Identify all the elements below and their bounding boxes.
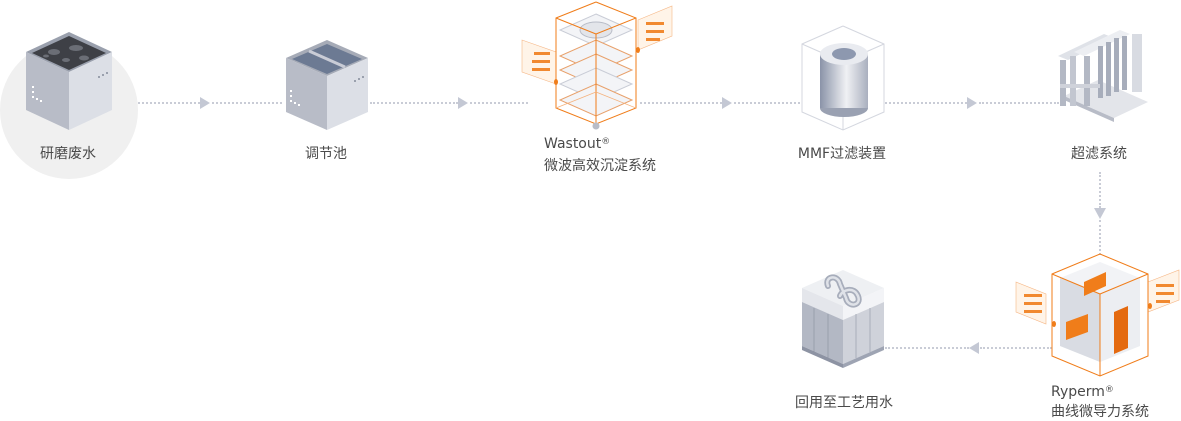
- step-label-regulating-pool: 调节池: [305, 146, 347, 162]
- registered-mark: ®: [601, 137, 611, 147]
- brand-name-ryperm: Ryperm: [1051, 384, 1105, 400]
- step-label-grinding-wastewater: 研磨废水: [40, 146, 96, 162]
- step-desc-wastout: 微波高效沉淀系统: [544, 158, 656, 174]
- connector-4-5: [885, 102, 967, 104]
- connector-5-6-tail: [1099, 220, 1101, 255]
- step-grinding-wastewater[interactable]: [24, 30, 114, 130]
- connector-6-7-tail: [885, 347, 969, 349]
- step-label-mmf: MMF过滤装置: [797, 146, 887, 162]
- step-label-wastout: Wastout®: [544, 134, 610, 154]
- registered-mark: ®: [1104, 385, 1114, 395]
- side-panel-left: [521, 39, 557, 85]
- ultrafiltration-rack-icon: [1058, 30, 1148, 122]
- arrow-right-icon: [200, 97, 210, 109]
- connector-2-3-tail: [470, 102, 528, 104]
- step-ryperm[interactable]: [1014, 252, 1181, 378]
- step-regulating-pool[interactable]: [284, 38, 370, 130]
- brand-name-wastout: Wastout: [544, 136, 602, 152]
- connector-5-6: [1099, 172, 1101, 208]
- regulating-pool-tank-icon: [286, 40, 368, 130]
- connector-1-2-tail: [212, 102, 282, 104]
- connector-4-5-tail: [979, 102, 1059, 104]
- arrow-left-icon: [969, 342, 979, 354]
- step-label-ryperm: Ryperm®: [1051, 382, 1114, 402]
- mmf-filter-cylinder-icon: [801, 25, 885, 131]
- reuse-water-tank-icon: [802, 270, 884, 368]
- step-reuse[interactable]: [800, 268, 886, 368]
- connector-1-2: [138, 102, 200, 104]
- step-label-reuse: 回用至工艺用水: [795, 395, 893, 411]
- step-label-ultrafiltration: 超滤系统: [1071, 146, 1127, 162]
- arrow-down-icon: [1094, 208, 1106, 219]
- connector-2-3: [370, 102, 458, 104]
- arrow-right-icon: [967, 97, 977, 109]
- step-ultrafiltration[interactable]: [1054, 26, 1150, 122]
- side-panel-left: [1015, 281, 1047, 325]
- connector-3-4: [640, 102, 722, 104]
- ryperm-cube-icon: [1015, 253, 1180, 377]
- arrow-right-icon: [458, 97, 468, 109]
- grinding-wastewater-tank-icon: [26, 32, 112, 130]
- connector-6-7: [980, 347, 1052, 349]
- wastout-sedimentation-stack-icon: [521, 1, 673, 130]
- step-mmf[interactable]: [800, 25, 886, 132]
- side-panel-right: [637, 5, 673, 51]
- step-desc-ryperm: 曲线微导力系统: [1051, 404, 1149, 420]
- arrow-right-icon: [722, 97, 732, 109]
- side-panel-right: [1147, 269, 1180, 313]
- connector-3-4-tail: [734, 102, 800, 104]
- step-wastout[interactable]: [520, 0, 680, 130]
